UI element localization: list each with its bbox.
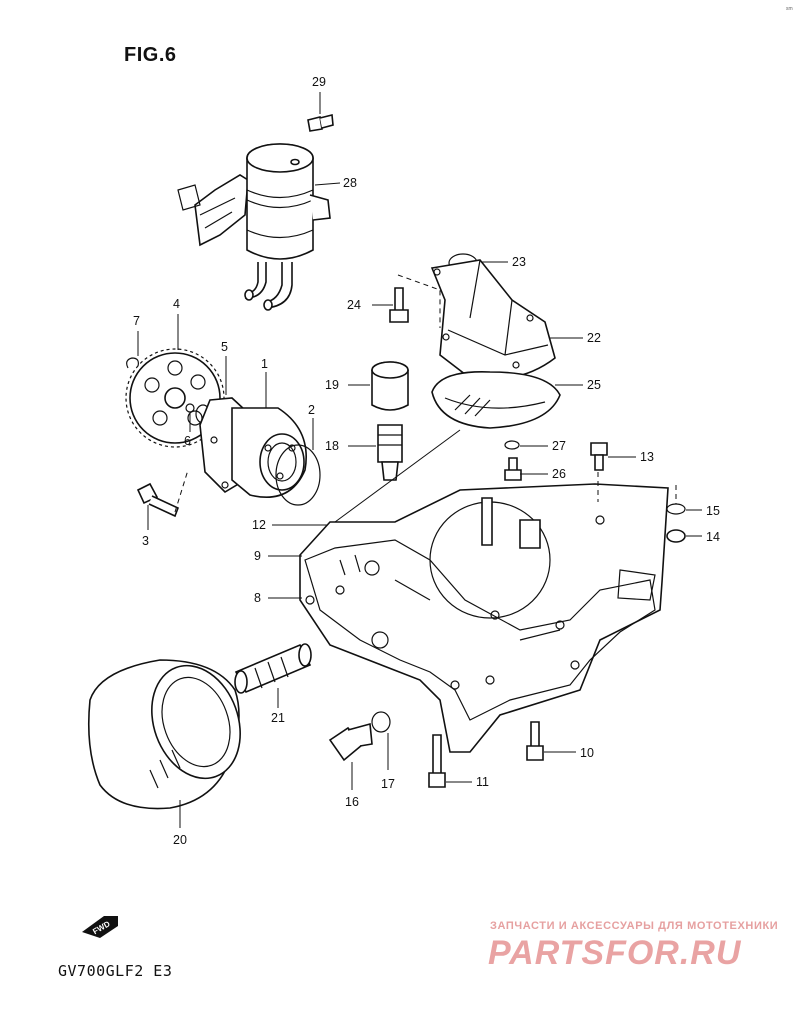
part-number-18: 18 <box>325 439 339 453</box>
part-number-8: 8 <box>254 591 261 605</box>
part-number-15: 15 <box>706 504 720 518</box>
washer-15 <box>666 503 686 515</box>
part-number-7: 7 <box>133 314 140 328</box>
part-number-27: 27 <box>552 439 566 453</box>
part-number-29: 29 <box>312 75 326 89</box>
bolt-10 <box>526 721 544 761</box>
model-code: GV700GLF2 E3 <box>58 962 173 980</box>
part-number-14: 14 <box>706 530 720 544</box>
bolt-24 <box>389 287 409 323</box>
part-number-1: 1 <box>261 357 268 371</box>
oil-strainer-22 <box>430 259 556 381</box>
part-number-6: 6 <box>184 434 191 448</box>
oil-cooler-canister <box>177 143 331 311</box>
part-number-17: 17 <box>381 777 395 791</box>
strainer-screen-25 <box>431 371 561 429</box>
part-number-22: 22 <box>587 331 601 345</box>
bolt-13 <box>590 442 608 471</box>
part-number-25: 25 <box>587 378 601 392</box>
bolt-11 <box>428 734 446 788</box>
watermark-tagline: ЗАПЧАСТИ И АКСЕССУАРЫ ДЛЯ МОТОТЕХНИКИ <box>490 920 779 932</box>
bolt-29 <box>307 113 334 132</box>
part-number-12: 12 <box>252 518 266 532</box>
part-number-21: 21 <box>271 711 285 725</box>
part-number-19: 19 <box>325 378 339 392</box>
part-number-23: 23 <box>512 255 526 269</box>
part-number-11: 11 <box>476 775 489 789</box>
oil-pump-body-1 <box>199 397 307 499</box>
part-number-20: 20 <box>173 833 187 847</box>
part-number-2: 2 <box>308 403 315 417</box>
corner-mark: sm <box>786 6 793 12</box>
part-number-9: 9 <box>254 549 261 563</box>
washer-14 <box>666 529 686 543</box>
part-number-5: 5 <box>221 340 228 354</box>
part-number-28: 28 <box>343 176 357 190</box>
part-number-10: 10 <box>580 746 594 760</box>
part-number-4: 4 <box>173 297 180 311</box>
part-number-3: 3 <box>142 534 149 548</box>
pipe-21 <box>234 643 312 694</box>
watermark-logo: PARTSFOR.RU <box>488 934 742 972</box>
bolt-26 <box>504 457 522 481</box>
bolt-3 <box>136 482 180 518</box>
oil-pan-8 <box>299 483 669 753</box>
part-number-13: 13 <box>640 450 654 464</box>
part-number-26: 26 <box>552 467 566 481</box>
gasket-17 <box>371 711 391 733</box>
circlip-7 <box>126 357 139 369</box>
sleeve-19 <box>371 361 409 411</box>
part-number-16: 16 <box>345 795 359 809</box>
part-number-24: 24 <box>347 298 361 312</box>
fwd-arrow: FWD <box>82 916 118 938</box>
oil-filter-20 <box>88 659 241 810</box>
relief-valve-18 <box>377 424 403 481</box>
washer-27 <box>504 440 520 450</box>
o-ring-2 <box>275 444 321 506</box>
figure-title: FIG.6 <box>124 44 177 66</box>
drain-plug-16 <box>328 722 373 762</box>
